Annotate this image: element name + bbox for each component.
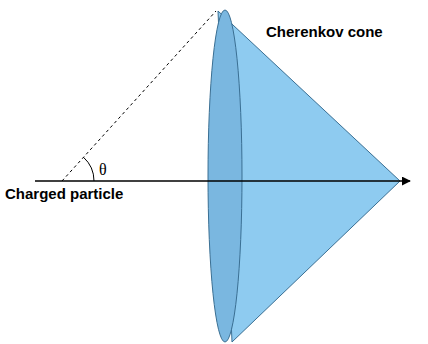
- particle-track: [35, 180, 410, 182]
- cone-label: Cherenkov cone: [266, 24, 383, 41]
- cone-base: [208, 10, 242, 342]
- particle-label: Charged particle: [5, 186, 123, 203]
- angle-arc: [83, 157, 94, 181]
- cone-surface: [218, 11, 400, 342]
- dashed-line: [62, 11, 216, 181]
- angle-symbol: θ: [99, 161, 107, 179]
